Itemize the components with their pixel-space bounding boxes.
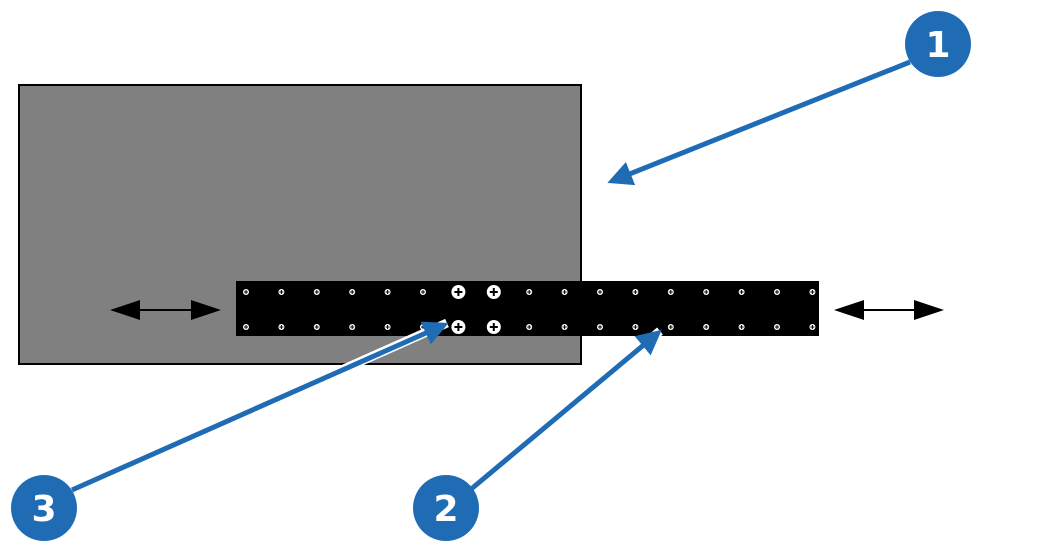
screw-cross <box>739 290 744 294</box>
double-arrow-icon <box>834 300 944 320</box>
screw-cross <box>385 290 390 294</box>
screw-cross <box>633 325 638 329</box>
screw-cross <box>527 290 532 294</box>
screw-cross <box>810 325 815 329</box>
screw-cross <box>562 290 567 294</box>
screw-cross <box>527 325 532 329</box>
screw-cross <box>350 290 355 294</box>
screw-cross <box>421 290 425 294</box>
callout-number: 2 <box>433 489 458 530</box>
callout-3: 3 <box>11 318 449 541</box>
screw-cross <box>562 325 567 329</box>
callout-number: 1 <box>925 25 950 66</box>
screw-cross <box>704 325 709 329</box>
screw-cross <box>598 290 602 294</box>
screw-cross <box>385 325 390 329</box>
screw-cross <box>810 290 815 294</box>
screw-cross <box>244 290 248 294</box>
callout-1: 1 <box>604 11 971 188</box>
screw-cross <box>598 325 602 329</box>
screw-cross <box>775 325 779 329</box>
double-arrow-icon <box>110 300 221 320</box>
mounting-hole-cross <box>454 323 463 331</box>
screw-cross <box>279 290 284 294</box>
screw-cross <box>668 290 673 294</box>
screw-cross <box>350 325 355 329</box>
screw-cross <box>668 325 673 329</box>
mounting-hole-cross <box>489 288 498 296</box>
mounting-hole-cross <box>454 288 463 296</box>
screw-cross <box>314 325 319 329</box>
screw-cross <box>633 290 638 294</box>
screw-row <box>243 285 816 334</box>
mounting-hole-cross <box>489 323 498 331</box>
screw-cross <box>775 290 779 294</box>
callout-2: 2 <box>413 327 663 541</box>
callout-number: 3 <box>31 489 56 530</box>
screw-cross <box>279 325 284 329</box>
screw-cross <box>704 290 709 294</box>
screw-cross <box>314 290 319 294</box>
screw-cross <box>244 325 248 329</box>
screw-cross <box>739 325 744 329</box>
